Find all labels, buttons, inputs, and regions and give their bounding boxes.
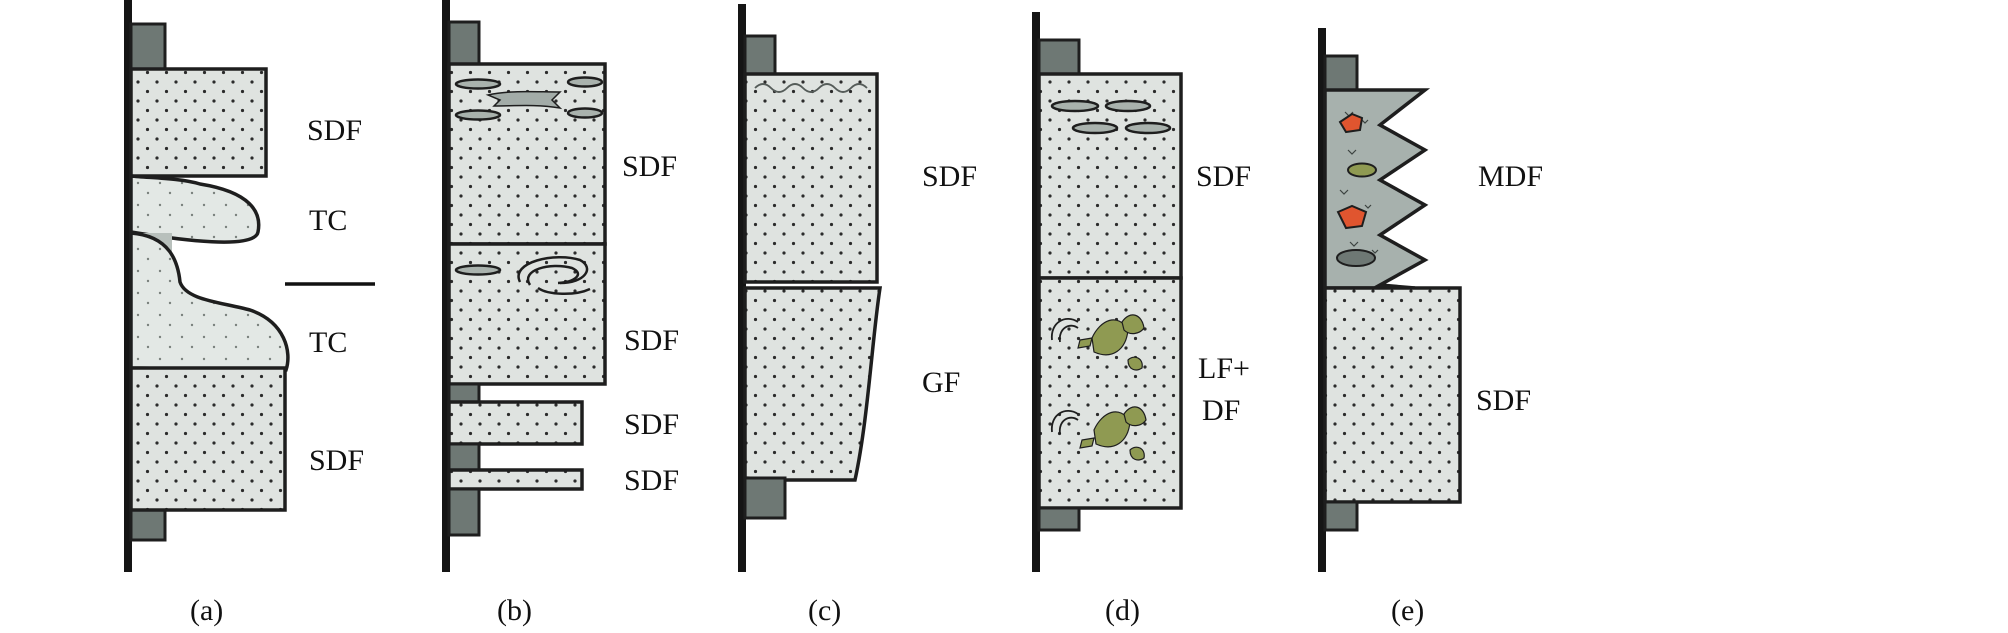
column-b-mud-clast bbox=[488, 92, 560, 108]
column-b-lens bbox=[456, 80, 500, 89]
column-e-sdf-bed bbox=[1325, 288, 1460, 502]
column-e-mud-top bbox=[1325, 56, 1357, 90]
column-a-caption: (a) bbox=[190, 594, 223, 627]
column-b-label-2: SDF bbox=[624, 324, 679, 357]
column-a-label-1: SDF bbox=[307, 114, 362, 147]
column-c-caption: (c) bbox=[808, 594, 841, 627]
column-a-mud-top bbox=[131, 24, 165, 69]
column-b-sdf-bed-thin-1 bbox=[449, 402, 582, 444]
column-e-olive-clast bbox=[1348, 164, 1376, 177]
column-d-lens bbox=[1106, 101, 1150, 111]
column-c-label-2: GF bbox=[922, 366, 960, 399]
column-b: SDF SDF SDF SDF (b) bbox=[442, 0, 679, 627]
column-e-grey-clast bbox=[1337, 250, 1375, 266]
column-b-mud-band-1 bbox=[449, 384, 479, 402]
column-b-caption: (b) bbox=[497, 594, 532, 627]
column-b-sdf-bed-thin-2 bbox=[449, 470, 582, 489]
column-d-lens bbox=[1052, 101, 1098, 111]
column-b-label-4: SDF bbox=[624, 464, 679, 497]
column-b-lens bbox=[568, 78, 602, 87]
column-b-mud-band-2 bbox=[449, 444, 479, 470]
column-a: SDF TC TC SDF (a) bbox=[124, 0, 375, 627]
column-e-label-2: SDF bbox=[1476, 384, 1531, 417]
column-a-mud-bottom bbox=[131, 510, 165, 540]
column-e: MDF SDF (e) bbox=[1318, 28, 1543, 627]
column-d-label-2: LF+ bbox=[1198, 352, 1250, 385]
column-d-lf-df-bed bbox=[1039, 278, 1181, 508]
column-d-lens bbox=[1126, 123, 1170, 133]
column-c-gf-bed bbox=[745, 288, 880, 480]
column-d: SDF LF+ DF (d) bbox=[1032, 12, 1251, 627]
column-d-lens bbox=[1073, 123, 1117, 133]
column-c-mud-top bbox=[745, 36, 775, 74]
column-b-lens bbox=[456, 111, 500, 120]
column-b-mud-band-3 bbox=[449, 489, 479, 535]
column-d-caption: (d) bbox=[1105, 594, 1140, 627]
column-a-tc-bed-lower bbox=[131, 233, 288, 370]
column-e-caption: (e) bbox=[1391, 594, 1424, 627]
column-e-mud-base bbox=[1325, 502, 1357, 530]
column-d-label-3: DF bbox=[1202, 394, 1240, 427]
column-c-label-1: SDF bbox=[922, 160, 977, 193]
column-b-label-3: SDF bbox=[624, 408, 679, 441]
column-c-mud-base bbox=[745, 478, 785, 518]
column-e-label-1: MDF bbox=[1478, 160, 1543, 193]
column-b-mud-top bbox=[449, 22, 479, 64]
column-b-label-1: SDF bbox=[622, 150, 677, 183]
column-c-sdf-bed bbox=[745, 74, 877, 282]
column-a-sdf-bed-upper bbox=[131, 69, 266, 176]
column-d-mud-base bbox=[1039, 508, 1079, 530]
column-a-sdf-bed-lower bbox=[131, 368, 285, 510]
column-b-lens bbox=[456, 266, 500, 275]
column-a-label-3: TC bbox=[309, 326, 347, 359]
column-a-tc-bed-upper bbox=[131, 176, 259, 242]
column-a-label-4: SDF bbox=[309, 444, 364, 477]
column-a-label-2: TC bbox=[309, 204, 347, 237]
column-b-lens bbox=[568, 109, 602, 118]
column-d-mud-top bbox=[1039, 40, 1079, 74]
column-d-label-1: SDF bbox=[1196, 160, 1251, 193]
column-c: SDF GF (c) bbox=[738, 4, 977, 627]
